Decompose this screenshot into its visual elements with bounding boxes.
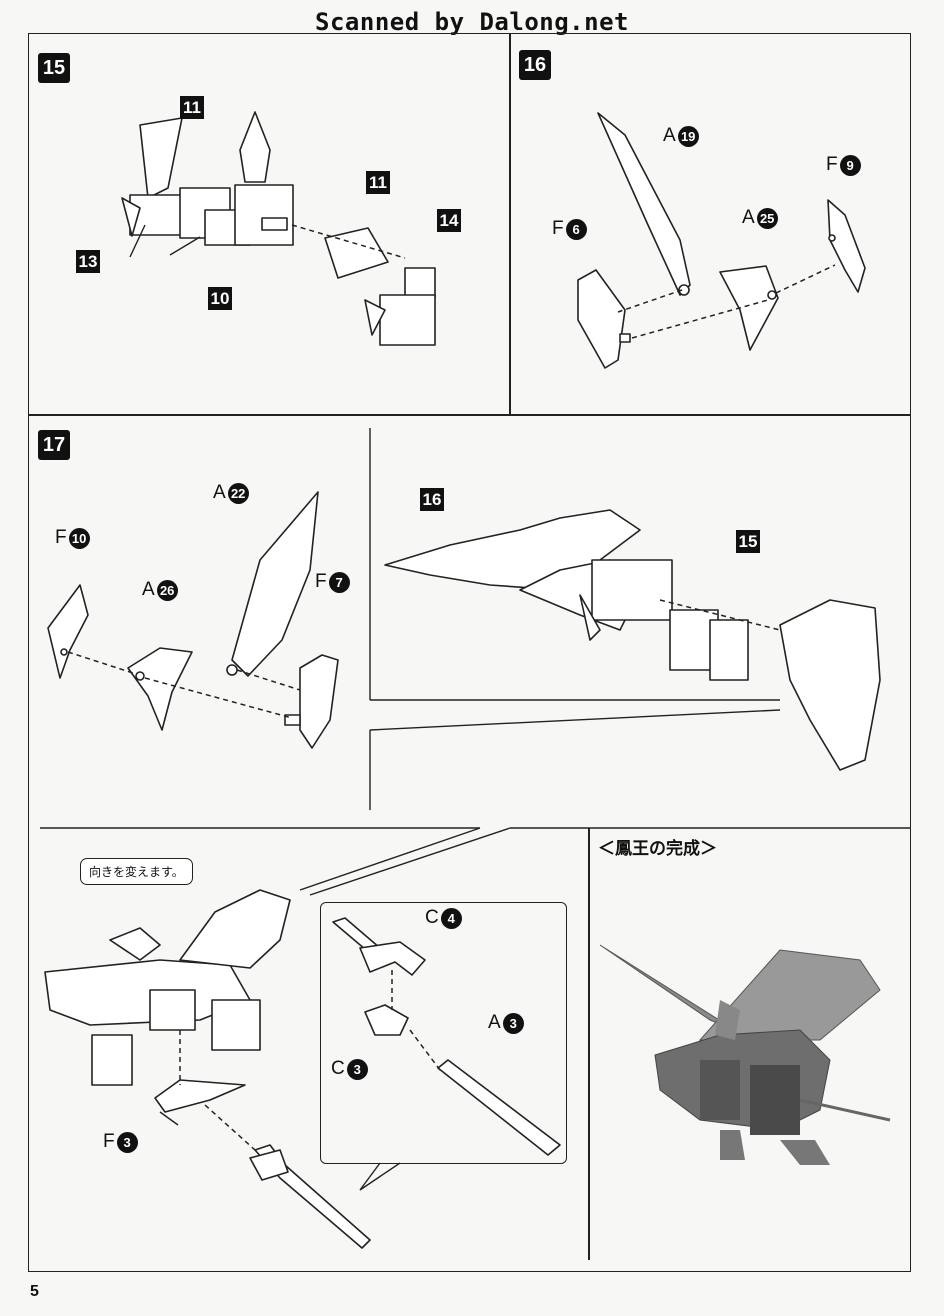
part-10-callout: 10 xyxy=(208,287,232,310)
part-11-callout-second: 11 xyxy=(366,171,390,194)
part-13-callout: 13 xyxy=(76,250,100,273)
weapon-detail-inset xyxy=(320,902,567,1164)
part-11-callout: 11 xyxy=(180,96,204,119)
divider-15-16 xyxy=(509,33,511,414)
part-14-callout: 14 xyxy=(437,209,461,232)
completed-model-photo xyxy=(599,944,891,1165)
part-15-callout: 15 xyxy=(736,530,760,553)
turn-direction-note: 向きを変えます。 xyxy=(80,858,193,885)
divider-row1 xyxy=(28,414,911,416)
scanner-watermark: Scanned by Dalong.net xyxy=(315,8,629,36)
completion-title: ＜鳳王の完成＞ xyxy=(598,839,717,858)
step-17-label: 17 xyxy=(38,430,70,460)
divider-final xyxy=(588,828,590,1260)
part-16-callout: 16 xyxy=(420,488,444,511)
step-16-label: 16 xyxy=(519,50,551,80)
step-15-label: 15 xyxy=(38,53,70,83)
page-frame xyxy=(28,33,911,1272)
page-number: 5 xyxy=(30,1283,39,1300)
